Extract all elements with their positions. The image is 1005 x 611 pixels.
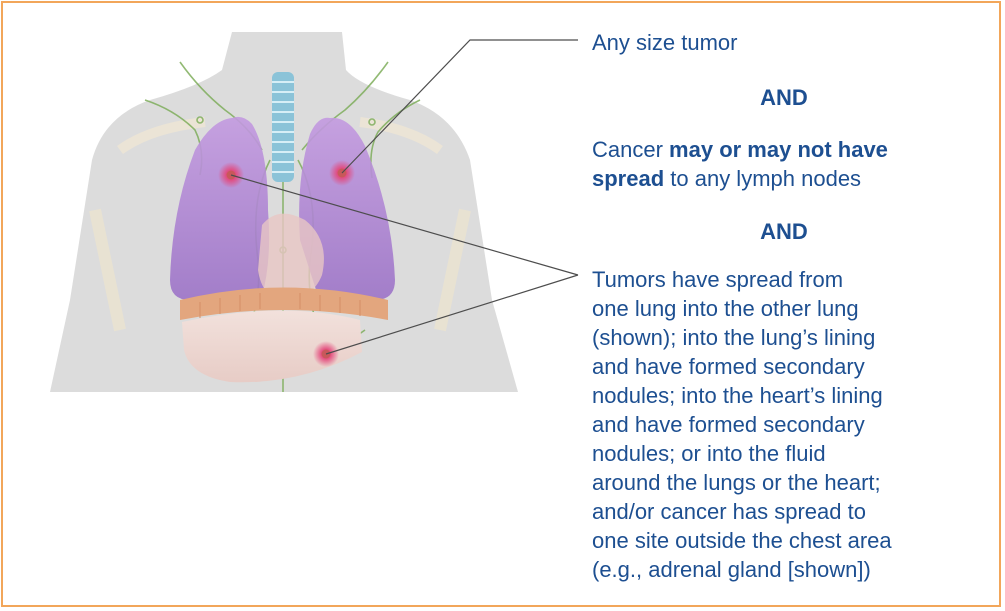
lymph-text-bold-2: spread xyxy=(592,166,664,191)
and-label-2: AND xyxy=(592,217,976,246)
lymph-node-label: Cancer may or may not have spread to any… xyxy=(592,135,992,193)
spread-line: and have formed secondary xyxy=(592,352,997,381)
spread-line: one lung into the other lung xyxy=(592,294,997,323)
lymph-text-prefix: Cancer xyxy=(592,137,669,162)
spread-line: around the lungs or the heart; xyxy=(592,468,997,497)
lymph-text-bold-1: may or may not have xyxy=(669,137,888,162)
trachea xyxy=(272,72,294,182)
spread-line: and have formed secondary xyxy=(592,410,997,439)
tumor-size-label: Any size tumor xyxy=(592,28,738,57)
spread-line: nodules; or into the fluid xyxy=(592,439,997,468)
spread-line: (e.g., adrenal gland [shown]) xyxy=(592,555,997,584)
spread-line: nodules; into the heart’s lining xyxy=(592,381,997,410)
spread-line: and/or cancer has spread to xyxy=(592,497,997,526)
and-label-1: AND xyxy=(592,83,976,112)
spread-line: Tumors have spread from xyxy=(592,265,997,294)
spread-description: Tumors have spread from one lung into th… xyxy=(592,265,997,584)
spread-line: one site outside the chest area xyxy=(592,526,997,555)
lymph-text-suffix: to any lymph nodes xyxy=(664,166,861,191)
spread-line: (shown); into the lung’s lining xyxy=(592,323,997,352)
